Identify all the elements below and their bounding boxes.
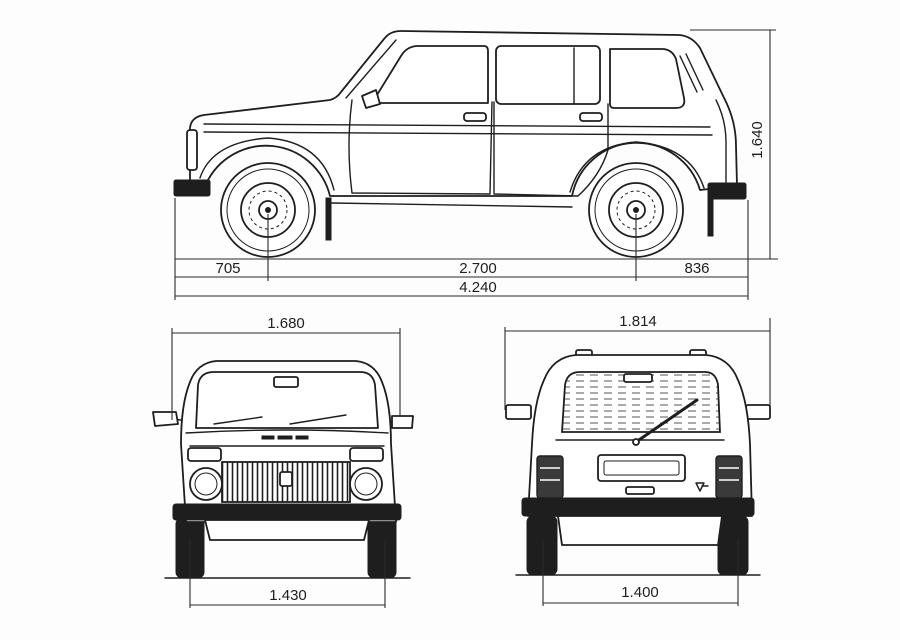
front-right-mirror: [391, 415, 414, 429]
rear-mudflap: [707, 197, 714, 237]
front-side-lamp: [186, 129, 198, 171]
side-dimensions: 705 2.700 836 4.240 1.640: [174, 29, 778, 300]
rear-wheel-arch-flare: [569, 141, 705, 193]
rear-window-heater-lamp: [623, 373, 653, 383]
rear-right-tail-light-lens-lines: [719, 467, 739, 481]
front-view: 1.680 1.430: [152, 315, 414, 608]
hood-badge-mark: [277, 435, 293, 440]
hood-badge-mark: [295, 435, 309, 440]
rearview-mirror: [273, 376, 299, 388]
hood-badge-mark: [261, 435, 275, 440]
front-mudflap: [325, 197, 332, 241]
rear-width-label: 1.814: [619, 313, 657, 330]
front-dimensions: 1.680 1.430: [171, 315, 401, 608]
front-left-headlight-lens: [194, 472, 218, 496]
rear-overhang-label: 836: [684, 260, 709, 277]
front-overhang-label: 705: [215, 260, 240, 277]
side-molding-upper: [203, 123, 711, 128]
rear-left-tire: [526, 515, 558, 576]
front-bumper: [172, 503, 402, 521]
front-axle-point: [265, 207, 271, 213]
front-wheel-arch-flare: [199, 137, 335, 191]
front-wiper-right: [289, 414, 347, 425]
front-right-turn-signal: [349, 447, 384, 462]
rear-track-label: 1.400: [621, 584, 659, 601]
front-wheel: [220, 162, 316, 258]
rear-left-tail-light: [536, 455, 564, 499]
rear-apron: [557, 515, 723, 546]
door-sill: [331, 202, 573, 208]
rear-right-tire: [717, 515, 749, 576]
side-molding-lower: [203, 131, 713, 136]
front-wiper-left: [213, 416, 263, 425]
front-door-window: [371, 45, 489, 104]
rear-right-tail-light: [715, 455, 743, 499]
front-windshield: [195, 371, 379, 429]
front-left-mirror: [152, 411, 179, 427]
front-bumper-side: [173, 179, 211, 197]
front-track-label: 1.430: [269, 587, 307, 604]
rear-bumper-side: [707, 182, 747, 200]
rear-door-handle: [579, 112, 603, 122]
side-view: 705 2.700 836 4.240 1.640: [173, 29, 778, 300]
front-width-label: 1.680: [267, 315, 305, 332]
rear-bumper: [521, 497, 755, 517]
overall-length-label: 4.240: [459, 279, 497, 296]
grille-emblem: [279, 471, 293, 487]
front-door-handle: [463, 112, 487, 122]
rear-left-mirror: [505, 404, 532, 420]
rear-hub-ring: [616, 190, 656, 230]
tailgate-handle: [625, 486, 655, 495]
wheelbase-label: 2.700: [459, 260, 497, 277]
rear-window: [561, 371, 721, 433]
windshield-pillar: [345, 39, 397, 99]
rear-wiper: [634, 398, 699, 444]
rear-door-window: [495, 45, 601, 105]
rear-dimensions: 1.814 1.400: [504, 313, 771, 606]
rear-emblem: [695, 482, 709, 492]
rear-pillar-trim: [679, 53, 704, 93]
rear-wiper-pivot: [632, 438, 640, 446]
rear-hatch-edge: [715, 99, 727, 183]
hood-badge: [261, 435, 309, 440]
front-right-headlight-lens: [354, 472, 378, 496]
rear-view: 1.814 1.400: [504, 313, 771, 606]
hood-rear-edge: [185, 429, 389, 434]
rear-right-mirror: [745, 404, 771, 420]
rear-axle-point: [633, 207, 639, 213]
license-plate: [603, 460, 680, 476]
front-apron: [204, 519, 370, 541]
rear-left-tail-light-lens-lines: [540, 467, 560, 481]
side-mirror: [361, 89, 381, 109]
rear-wheel: [588, 162, 684, 258]
rear-quarter-window: [609, 48, 686, 109]
front-right-tire: [367, 517, 397, 579]
front-door-outline: [348, 99, 493, 195]
license-plate-recess: [597, 454, 686, 482]
rear-door-outline: [493, 101, 609, 197]
front-left-turn-signal: [187, 447, 222, 462]
overall-height-label: 1.640: [749, 121, 766, 159]
front-hub-ring: [248, 190, 288, 230]
